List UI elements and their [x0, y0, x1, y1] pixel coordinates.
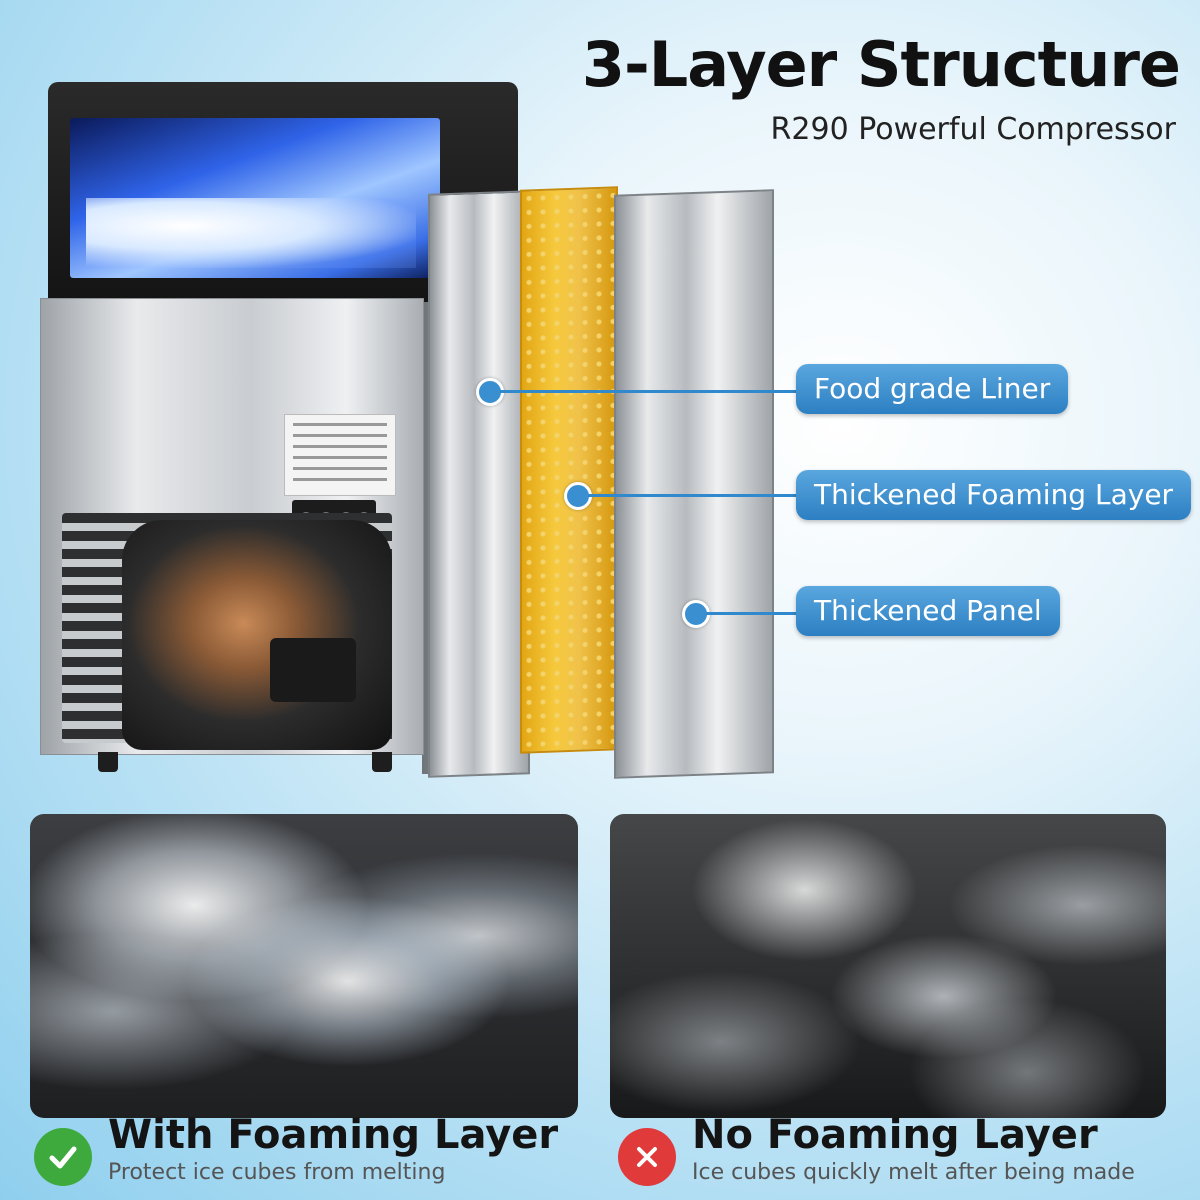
- page-subtitle: R290 Powerful Compressor: [770, 112, 1176, 147]
- ice-photo-with-foaming: [30, 814, 578, 1118]
- without-foaming-subtitle: Ice cubes quickly melt after being made: [692, 1160, 1135, 1185]
- check-icon: [34, 1128, 92, 1186]
- with-foaming-subtitle: Protect ice cubes from melting: [108, 1160, 446, 1185]
- callout-dot: [682, 600, 710, 628]
- callout-line: [706, 612, 798, 615]
- foaming-layer: [520, 186, 618, 754]
- warning-label: [284, 414, 396, 496]
- machine-foot: [98, 752, 118, 772]
- without-foaming-title: No Foaming Layer: [692, 1112, 1098, 1158]
- with-foaming-title: With Foaming Layer: [108, 1112, 559, 1158]
- callout-dot: [564, 482, 592, 510]
- compressor-terminal-box: [270, 638, 356, 702]
- machine-foot: [372, 752, 392, 772]
- page-title: 3-Layer Structure: [581, 28, 1181, 101]
- ice-photo-without-foaming: [610, 814, 1166, 1118]
- callout-line: [500, 390, 798, 393]
- ice-pile: [86, 198, 416, 268]
- panel-layer: [614, 189, 774, 779]
- close-icon: [618, 1128, 676, 1186]
- ice-machine-image: [36, 68, 526, 808]
- liner-layer: [428, 190, 530, 778]
- label-food-grade-liner: Food grade Liner: [796, 364, 1069, 414]
- callout-line: [588, 494, 798, 497]
- label-foaming-layer: Thickened Foaming Layer: [796, 470, 1192, 520]
- label-thickened-panel: Thickened Panel: [796, 586, 1060, 636]
- compressor-image: [122, 520, 392, 750]
